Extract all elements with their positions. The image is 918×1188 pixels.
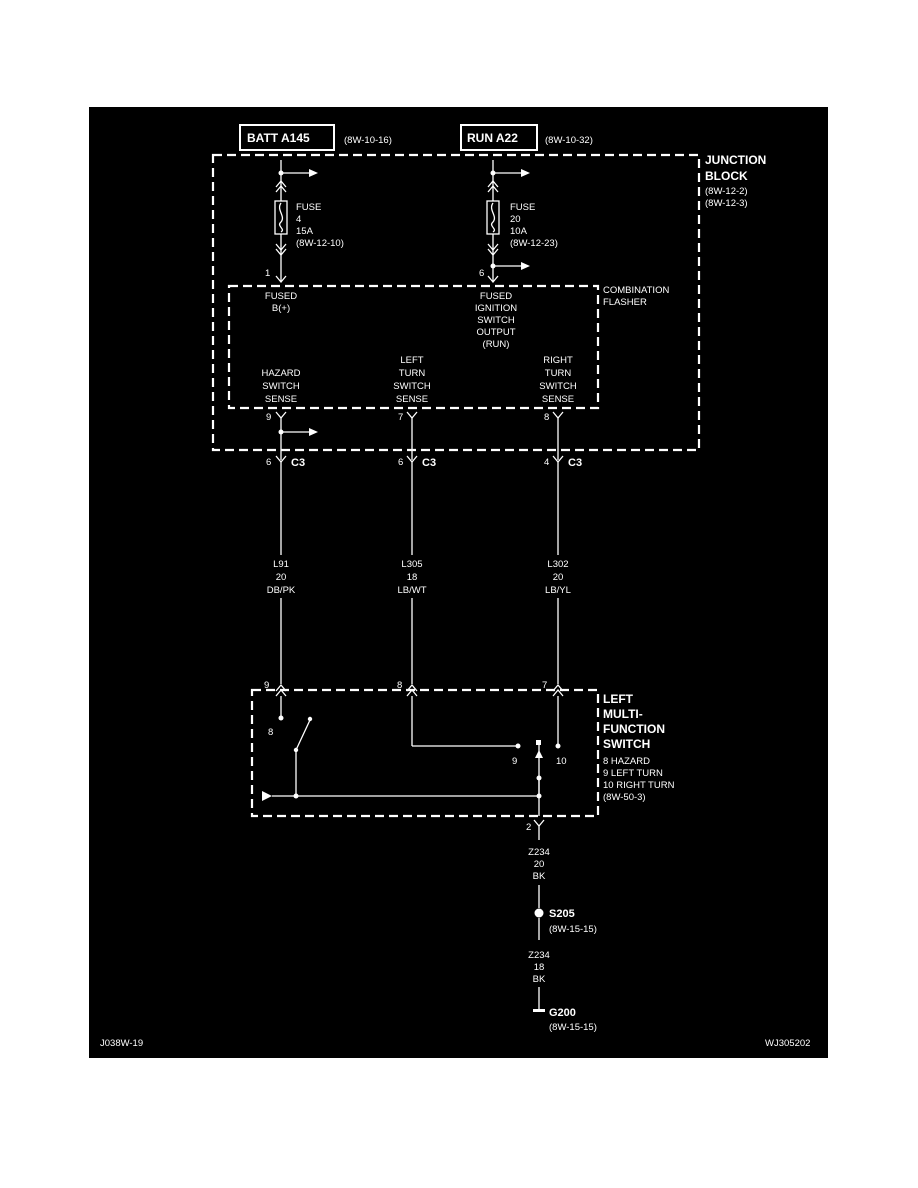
c3-left-pin: 6 <box>398 457 403 468</box>
left-sense-label-4: SENSE <box>396 394 428 405</box>
wire-left-gauge: 18 <box>407 572 418 583</box>
junction-block-boundary <box>211 153 701 452</box>
fused-ign-label-3: SWITCH <box>477 315 515 326</box>
left-sense-label-3: SWITCH <box>393 381 431 392</box>
fused-b-label-1: FUSED <box>265 291 297 302</box>
fuse4-ref: (8W-12-10) <box>296 238 344 249</box>
mfs-legend-1: 8 HAZARD <box>603 756 650 767</box>
junction-block-ref-2: (8W-12-3) <box>705 198 748 209</box>
mfs-legend-3: 10 RIGHT TURN <box>603 780 675 791</box>
flasher-pin-9: 9 <box>266 412 271 423</box>
footer-left-code: J038W-19 <box>100 1038 143 1049</box>
fuse20-rating: 10A <box>510 226 528 237</box>
mfs-legend-2: 9 LEFT TURN <box>603 768 663 779</box>
hazard-sense-label-3: SENSE <box>265 394 297 405</box>
run-source-ref: (8W-10-32) <box>545 135 593 146</box>
flasher-pin-8: 8 <box>544 412 549 423</box>
c3-right-pin: 4 <box>544 457 549 468</box>
flasher-title-2: FLASHER <box>603 297 647 308</box>
hazard-sense-label-1: HAZARD <box>261 368 300 379</box>
fuse20-number: 20 <box>510 214 521 225</box>
c3-hazard-label: C3 <box>291 457 305 469</box>
flasher-pin-7: 7 <box>398 412 403 423</box>
right-sense-label-3: SWITCH <box>539 381 577 392</box>
mfs-pin-9: 9 <box>264 680 269 691</box>
wire-left-circuit: L305 <box>401 559 422 570</box>
mfs-title-4: SWITCH <box>603 737 650 751</box>
multifunction-switch-boundary <box>250 688 600 818</box>
ground-wire1-gauge: 20 <box>534 859 545 870</box>
footer-right-code: WJ305202 <box>765 1038 810 1049</box>
fuse4-circuit <box>274 160 318 284</box>
hazard-sense-label-2: SWITCH <box>262 381 300 392</box>
mfs-ref: (8W-50-3) <box>603 792 646 803</box>
left-sense-label-1: LEFT <box>400 355 423 366</box>
wire-hazard-color: DB/PK <box>267 585 296 596</box>
ground-wire1-color: BK <box>533 871 546 882</box>
ground-g200-label: G200 <box>549 1007 576 1019</box>
right-sense-label-2: TURN <box>545 368 572 379</box>
fused-ign-label-4: OUTPUT <box>476 327 515 338</box>
batt-source-label: BATT A145 <box>247 131 310 145</box>
fused-ign-label-2: IGNITION <box>475 303 517 314</box>
left-sense-label-2: TURN <box>399 368 426 379</box>
splice-s205-label: S205 <box>549 908 575 920</box>
mfs-internal-switch <box>262 696 561 816</box>
c3-left-label: C3 <box>422 457 436 469</box>
ground-wire2-circuit: Z234 <box>528 950 550 961</box>
fuse20-ref: (8W-12-23) <box>510 238 558 249</box>
ground-wire2-color: BK <box>533 974 546 985</box>
fuse4-number: 4 <box>296 214 301 225</box>
fused-ign-label-1: FUSED <box>480 291 512 302</box>
junction-block-ref-1: (8W-12-2) <box>705 186 748 197</box>
flasher-output-pins <box>275 411 564 460</box>
flasher-title-1: COMBINATION <box>603 285 669 296</box>
wire-hazard-gauge: 20 <box>276 572 287 583</box>
splice-s205-ref: (8W-15-15) <box>549 924 597 935</box>
flasher-pin-6: 6 <box>479 268 484 279</box>
fused-ign-label-5: (RUN) <box>483 339 510 350</box>
mfs-pin-2: 2 <box>526 822 531 833</box>
mfs-pos-9: 9 <box>512 756 517 767</box>
mfs-pin-7: 7 <box>542 680 547 691</box>
mfs-pos-8: 8 <box>268 727 273 738</box>
wire-right-gauge: 20 <box>553 572 564 583</box>
mfs-pin-8: 8 <box>397 680 402 691</box>
mfs-title-2: MULTI- <box>603 707 643 721</box>
junction-block-title-1: JUNCTION <box>705 153 766 167</box>
c3-hazard-pin: 6 <box>266 457 271 468</box>
ground-path <box>533 819 545 1012</box>
mfs-input-pins <box>275 683 564 697</box>
wire-right-color: LB/YL <box>545 585 571 596</box>
mfs-pos-10: 10 <box>556 756 567 767</box>
flasher-pin-1: 1 <box>265 268 270 279</box>
junction-block-title-2: BLOCK <box>705 169 748 183</box>
right-sense-label-4: SENSE <box>542 394 574 405</box>
run-source-label: RUN A22 <box>467 131 518 145</box>
fuse20-circuit <box>486 160 530 284</box>
fuse20-label: FUSE <box>510 202 535 213</box>
splice-s205-dot <box>534 908 544 918</box>
diagram-panel <box>89 107 828 1058</box>
fused-b-label-2: B(+) <box>272 303 290 314</box>
ground-wire1-circuit: Z234 <box>528 847 550 858</box>
fuse4-label: FUSE <box>296 202 321 213</box>
ground-wire2-gauge: 18 <box>534 962 545 973</box>
ground-g200-ref: (8W-15-15) <box>549 1022 597 1033</box>
c3-right-label: C3 <box>568 457 582 469</box>
wire-runs <box>280 462 559 684</box>
batt-source-box <box>239 124 335 151</box>
wire-hazard-circuit: L91 <box>273 559 289 570</box>
right-sense-label-1: RIGHT <box>543 355 573 366</box>
mfs-title-3: FUNCTION <box>603 722 665 736</box>
wire-right-circuit: L302 <box>547 559 568 570</box>
run-source-box <box>460 124 538 151</box>
fuse4-rating: 15A <box>296 226 314 237</box>
mfs-title-1: LEFT <box>603 692 634 706</box>
batt-source-ref: (8W-10-16) <box>344 135 392 146</box>
combination-flasher-boundary <box>227 284 600 410</box>
wire-left-color: LB/WT <box>397 585 426 596</box>
ground-g200-symbol <box>533 1009 545 1012</box>
